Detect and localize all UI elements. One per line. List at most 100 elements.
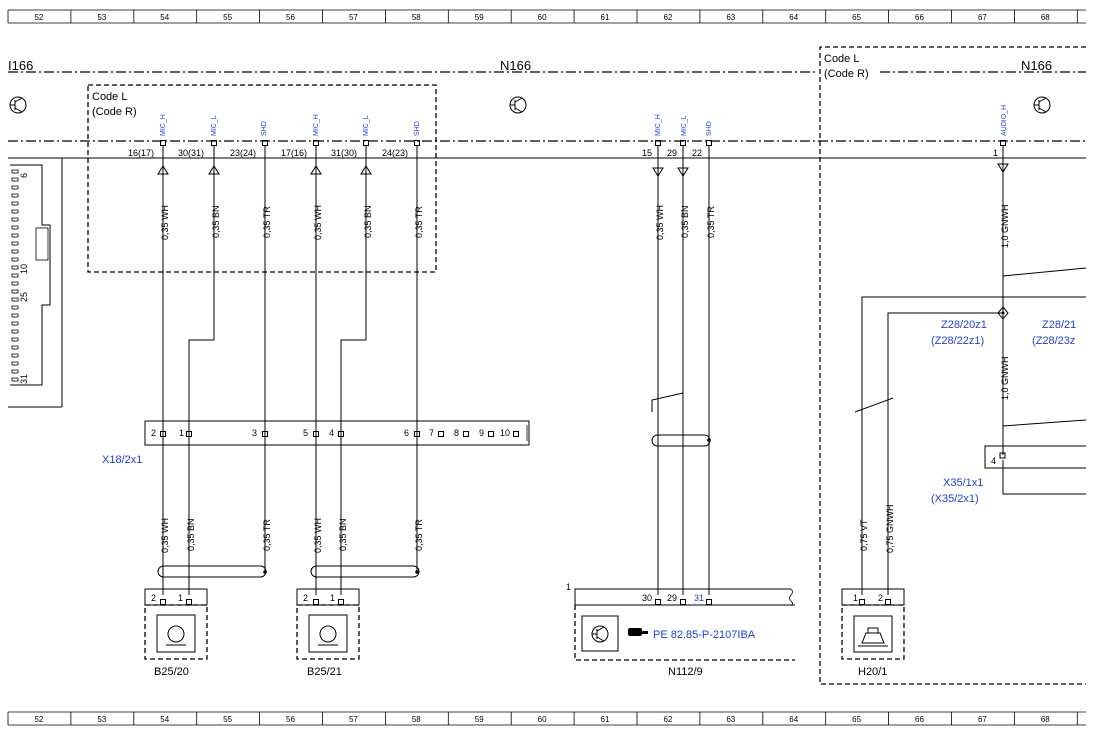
connector-tooth <box>11 313 19 318</box>
code-box-right-line2: (Code R) <box>824 68 869 80</box>
n112-pin-29: 29 <box>667 593 677 603</box>
grid-number: 52 <box>34 715 43 724</box>
grid-number: 52 <box>34 13 43 22</box>
grid-number: 56 <box>286 715 295 724</box>
pin-24-23: 24(23) <box>382 148 408 158</box>
connector-tooth <box>11 185 19 190</box>
pin-terminal <box>338 599 344 605</box>
x18-pin-10: 10 <box>500 428 510 438</box>
pin-29: 29 <box>667 148 677 158</box>
n166-center-label: N166 <box>500 58 531 73</box>
wire-label-lower-bn-2: 0,35 BN <box>338 518 348 551</box>
grid-number: 65 <box>852 13 861 22</box>
b25-20-pin-1: 1 <box>178 593 183 603</box>
wires <box>162 145 1087 595</box>
x18-pin-3: 3 <box>252 428 257 438</box>
connector-tooth <box>11 297 19 302</box>
h20-1-component <box>841 588 905 660</box>
wire-label-lower-tr-1: 0,35 TR <box>262 519 272 551</box>
pin-terminal <box>363 140 369 146</box>
connector-tooth <box>11 361 19 366</box>
left-pin-31: 31 <box>19 374 29 384</box>
grid-number: 67 <box>978 13 987 22</box>
signal-shd-3: SHD <box>706 121 713 136</box>
splice-z28-21: Z28/21 <box>1042 319 1076 331</box>
pin-17-16: 17(16) <box>281 148 307 158</box>
connector-tooth <box>11 169 19 174</box>
n112-pin-31: 31 <box>694 593 704 603</box>
wire-label-lower-tr-2: 0,35 TR <box>414 519 424 551</box>
transistor-icon-center <box>509 96 527 114</box>
grid-number: 62 <box>663 715 672 724</box>
signal-mic-h-2: MIC_H <box>313 114 320 136</box>
pin-30-31: 30(31) <box>178 148 204 158</box>
pin-31-30: 31(30) <box>331 148 357 158</box>
n112-label: N112/9 <box>668 666 703 678</box>
pin-16-17: 16(17) <box>128 148 154 158</box>
pin-terminal <box>211 140 217 146</box>
n112-pin-30: 30 <box>642 593 652 603</box>
grid-number: 61 <box>601 715 610 724</box>
signal-mic-l-3: MIC_L <box>681 115 688 136</box>
wire-label-lower-bn-1: 0,35 BN <box>186 518 196 551</box>
wire-label-tr-3: 0,35 TR <box>706 206 716 238</box>
connector-tooth <box>11 305 19 310</box>
pin-terminal <box>859 599 865 605</box>
signal-mic-h-3: MIC_H <box>655 114 662 136</box>
grid-number: 55 <box>223 13 232 22</box>
code-box-left-line2: (Code R) <box>92 106 137 118</box>
connector-tooth <box>11 321 19 326</box>
left-connector-block <box>8 157 1086 408</box>
wire-label-gnwh-2: 1,0 GNWH <box>1000 356 1010 400</box>
pin-terminal <box>313 431 319 437</box>
grid-number: 53 <box>97 715 106 724</box>
wire-label-wh-3: 0,35 WH <box>655 205 665 240</box>
pin-terminal <box>186 431 192 437</box>
n112-reference-link[interactable]: PE 82.85-P-2107IBA <box>653 629 756 641</box>
x35-label-1: X35/1x1 <box>943 477 983 489</box>
pin-15: 15 <box>642 148 652 158</box>
x18-label: X18/2x1 <box>102 454 142 466</box>
wire-label-bn-3: 0,35 BN <box>680 205 690 238</box>
grid-number: 68 <box>1041 13 1050 22</box>
reference-hand-icon <box>628 628 648 636</box>
wire-label-wh-2: 0,35 WH <box>313 205 323 240</box>
left-pin-10: 10 <box>19 264 29 274</box>
wire-label-lower-gnwh: 0,75 GNWH <box>885 504 895 553</box>
connector-tooth <box>11 377 19 382</box>
wire-label-lower-wh-1: 0,35 WH <box>160 518 170 553</box>
signal-mic-h-1: MIC_H <box>160 114 167 136</box>
pin-terminal <box>313 599 319 605</box>
signal-mic-l-1: MIC_L <box>211 115 218 136</box>
connector-tooth <box>11 177 19 182</box>
grid-number: 54 <box>160 13 169 22</box>
code-box-right-line1: Code L <box>824 53 859 65</box>
h20-pin-1: 1 <box>853 593 858 603</box>
component-terminals <box>160 599 891 605</box>
x18-terminals <box>160 431 519 437</box>
grid-number: 58 <box>412 13 421 22</box>
n112-corner-pin: 1 <box>566 582 571 592</box>
pin-terminal <box>160 140 166 146</box>
splice-node <box>997 306 1009 320</box>
x35-connector <box>984 445 1086 469</box>
code-box-right <box>819 46 1086 685</box>
left-pin-25: 25 <box>19 292 29 302</box>
b25-21-pin-1: 1 <box>330 593 335 603</box>
bottom-grid-ticks: 525354555657585960616263646566676869 <box>7 712 1078 725</box>
wire-label-gnwh-1: 1,0 GNWH <box>1000 204 1010 248</box>
connector-tooth <box>11 249 19 254</box>
h20-label: H20/1 <box>858 666 887 678</box>
connector-tooth <box>11 289 19 294</box>
grid-number: 61 <box>601 13 610 22</box>
wire-label-bn-1: 0,35 BN <box>211 205 221 238</box>
x35-label-2: (X35/2x1) <box>931 493 979 505</box>
signal-shd-2: SHD <box>414 121 421 136</box>
pin-terminal <box>160 599 166 605</box>
grid-number: 68 <box>1041 715 1050 724</box>
n166-right-label: N166 <box>1021 58 1052 73</box>
grid-number: 60 <box>538 13 547 22</box>
x18-pin-9: 9 <box>479 428 484 438</box>
connector-tooth <box>11 209 19 214</box>
pin-1: 1 <box>993 148 998 158</box>
